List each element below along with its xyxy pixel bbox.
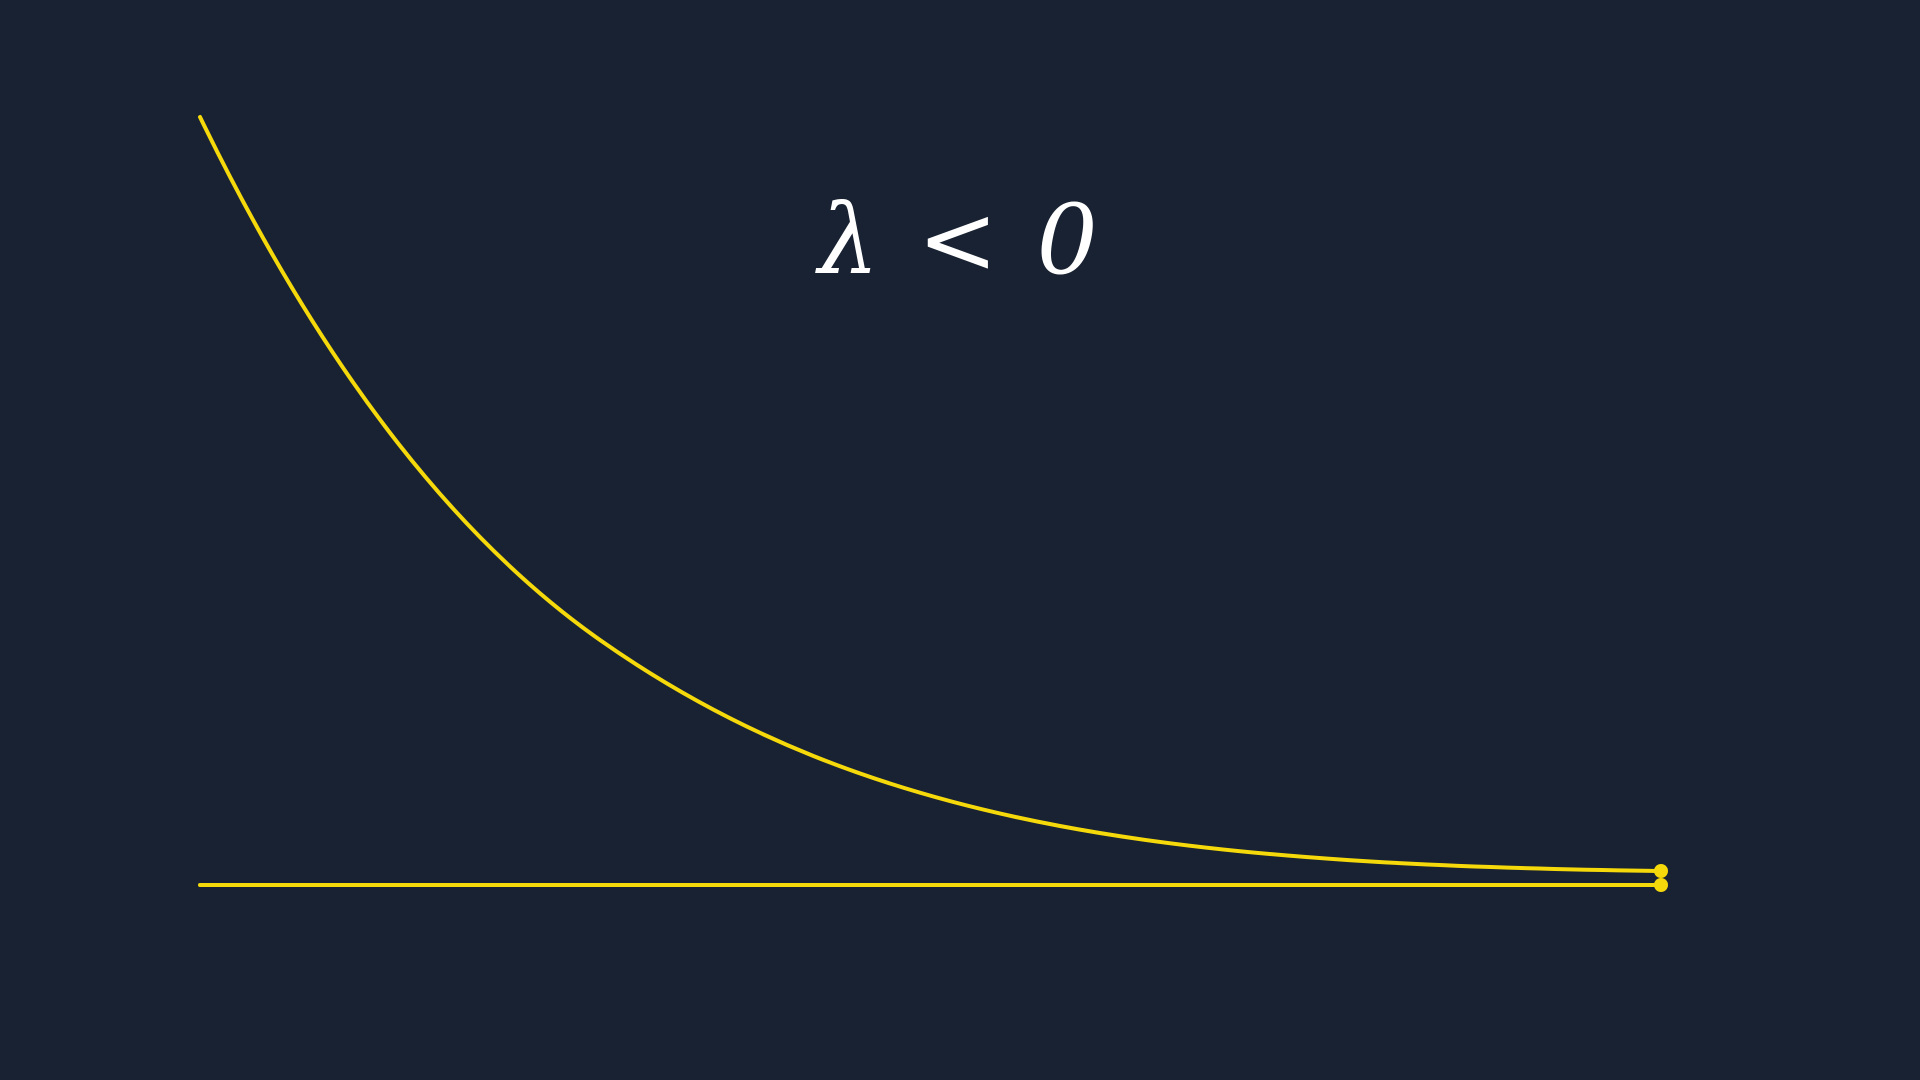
curve-end-dot-marker [1654,864,1668,878]
baseline-end-dot-marker [1654,878,1668,892]
lambda-condition-label: λ < 0 [818,184,1102,296]
decay-curve [198,115,1662,873]
